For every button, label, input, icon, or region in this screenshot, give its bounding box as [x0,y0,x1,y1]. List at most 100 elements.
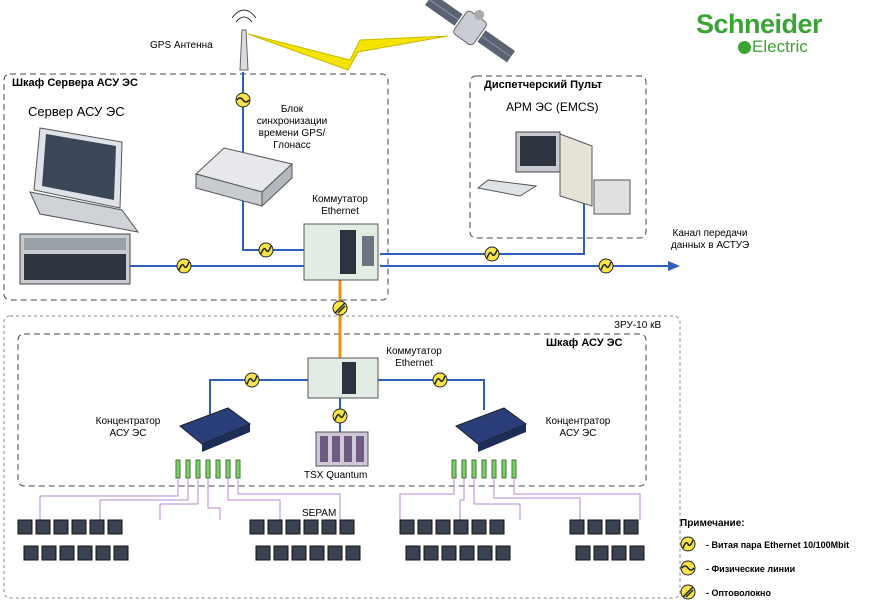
sepam-device [399,519,415,535]
asu-cabinet-title: Шкаф АСУ ЭС [546,337,623,349]
switch-bottom-label-1: Коммутатор [386,346,442,357]
sepam-device [459,545,475,561]
sepam-device [107,519,123,535]
sepam-device [495,545,511,561]
tp-badge-arm [484,246,500,262]
conc-right-label-2: АСУ ЭС [559,428,597,439]
sepam-device [89,519,105,535]
sepam-device [309,545,325,561]
satellite-icon [425,0,515,63]
dispatch-title: Диспетчерский Пульт [484,79,603,91]
concentrator-left-icon [179,407,252,452]
sepam-device [417,519,433,535]
tp-badge-channel [598,258,614,274]
conc-right-label-1: Концентратор [545,416,611,427]
sepam-device [291,545,307,561]
sepam-device [77,545,93,561]
asu-cabinet-frame [17,333,647,487]
brand-line1: Schneider [696,9,823,39]
sepam-device [71,519,87,535]
sepam-device [273,545,289,561]
sepam-device [575,545,591,561]
legend-twisted-pair-icon [680,536,696,552]
switch-bottom-label-2: Ethernet [395,358,433,369]
sepam-device [249,519,265,535]
server-cabinet-title: Шкаф Сервера АСУ ЭС [12,77,138,89]
switch-bottom-icon [307,357,379,399]
sepam-device [285,519,301,535]
server-rack-icon [19,233,131,285]
sepam-device [345,545,361,561]
sepam-device [35,519,51,535]
sepam-label: SEPAM [302,508,337,519]
sepam-device [95,545,111,561]
channel-arrow [668,261,680,271]
sepam-device [435,519,451,535]
sepam-device [405,545,421,561]
link-badges [176,92,696,600]
legend-item-twisted: - Витая пара Ethernet 10/100Mbit [706,540,850,550]
legend-title: Примечание: [680,518,745,529]
sync-label-3: времени GPS/ [258,128,326,139]
sync-label-2: синхронизации [256,116,328,127]
sepam-device [17,519,33,535]
legend-item-fiber: - Оптоволокно [706,588,771,598]
laptop-icon [29,127,140,233]
sepam-device [623,519,639,535]
sepam-device [59,545,75,561]
sepam-device [327,545,343,561]
conc-left-label-1: Концентратор [95,416,161,427]
switch-top-label-1: Коммутатор [312,194,368,205]
sepam-device [339,519,355,535]
sepam-device [267,519,283,535]
sepam-device [471,519,487,535]
concentrator-right-icon [455,407,528,452]
sepam-devices [17,519,645,561]
legend-fiber-icon [680,584,696,600]
zru-label: ЗРУ-10 кВ [614,320,662,331]
server-label: Сервер АСУ ЭС [28,104,125,119]
sepam-device [453,519,469,535]
fiber-badge [332,300,348,316]
tp-badge-server [176,258,192,274]
brand-mark-icon [738,41,751,54]
legend-physical-line-icon [680,560,696,576]
sepam-device [489,519,505,535]
server-cabinet-frame [3,73,389,301]
sepam-device [605,519,621,535]
legend-item-physical: - Физические линии [706,564,796,574]
sepam-device [441,545,457,561]
sepam-device [321,519,337,535]
zru-frame [3,315,681,599]
switch-top-icon [303,223,379,281]
brand-line2: Electric [752,37,808,56]
sepam-device [423,545,439,561]
sync-label-1: Блок [280,104,304,115]
sepam-device [53,519,69,535]
sepam-device [477,545,493,561]
sepam-device [629,545,645,561]
sepam-device [41,545,57,561]
sepam-device [593,545,609,561]
schneider-logo: Schneider Electric [696,10,876,60]
tp-badge-sync [258,242,274,258]
sepam-device [569,519,585,535]
sepam-device [113,545,129,561]
conc-left-label-2: АСУ ЭС [109,428,147,439]
ethernet-links [130,72,668,420]
channel-label-2: данных в АСТУЭ [670,240,750,251]
connector-group-left [175,459,241,479]
sepam-device [611,545,627,561]
arm-label: АРМ ЭС (EMCS) [506,100,599,114]
gps-link-lightning [247,33,449,71]
tsx-label: TSX Quantum [304,470,368,481]
tp-badge-conc-right [432,372,448,388]
phys-badge-antenna [235,92,251,108]
channel-label-1: Канал передачи [672,228,748,239]
tsx-quantum-icon [315,431,369,467]
dispatch-frame [469,75,647,239]
workstation-icon [476,131,631,215]
gps-antenna-icon [231,9,257,71]
switch-top-label-2: Ethernet [321,206,359,217]
